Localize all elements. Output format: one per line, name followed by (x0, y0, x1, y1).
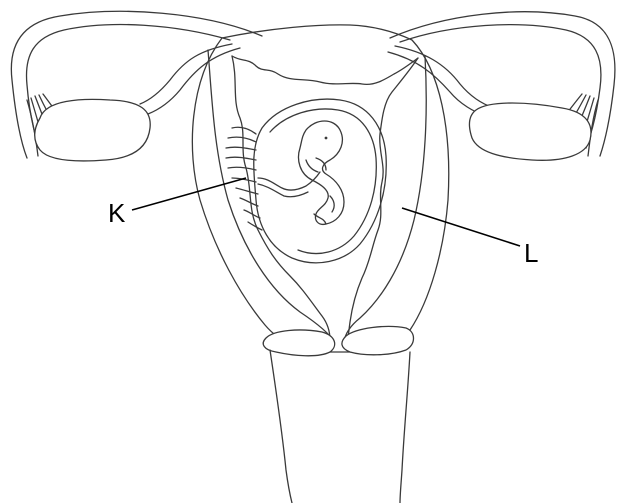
embryo (299, 121, 345, 224)
vagina-wall-left (270, 350, 292, 503)
label-l: L (524, 238, 538, 268)
label-k: K (108, 198, 126, 228)
leader-line-l (402, 208, 520, 246)
vagina-wall-right (400, 352, 410, 503)
endometrium-lining-top (232, 56, 418, 84)
left-ovary (35, 99, 150, 161)
leader-line-k (132, 178, 246, 210)
cervix-lip-left (263, 330, 334, 356)
endometrium-lining-left (232, 56, 330, 340)
umbilical-cord-edge (258, 184, 308, 197)
uterus-inner-wall-left (208, 50, 334, 342)
uterus-inner-wall-right (344, 56, 426, 342)
uterus-outer-wall (192, 25, 448, 352)
amniotic-sac (254, 99, 387, 263)
cervix-lip-right (342, 326, 414, 354)
right-ovary (469, 103, 591, 160)
endometrium-lining-right (348, 58, 418, 342)
amniotic-sac-inner (270, 109, 376, 254)
